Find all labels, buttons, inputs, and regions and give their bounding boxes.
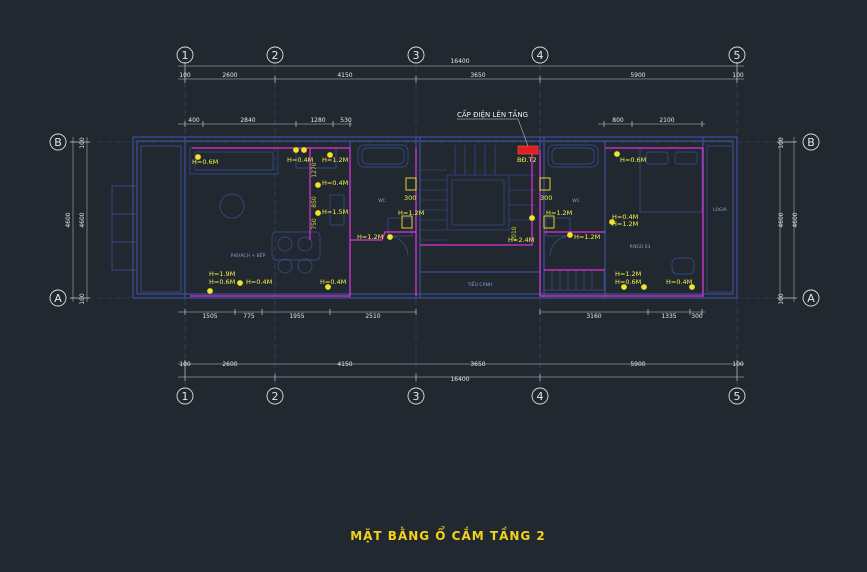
label-h06-bottom: H=0.6M (209, 278, 235, 286)
grid-col-1-bot: 1 (182, 390, 189, 403)
label-h12-wc-left-box: H=1.2M (398, 209, 424, 217)
end-mark-left-bot: 100 (179, 361, 191, 368)
dim-bot-top-1: 2600 (222, 361, 237, 368)
dim-bot-3: 1955 (289, 313, 304, 320)
dim-top-2: 4150 (337, 72, 352, 79)
room-bedroom: P.NGỦ 03 (630, 242, 651, 250)
label-h06-bed: H=0.6M (620, 156, 646, 164)
label-h15-wall: H=1.5M (322, 208, 348, 216)
vdim-1: 1270 (311, 162, 318, 177)
grid-lines (70, 65, 795, 385)
room-balcony: LOGIA (713, 207, 728, 213)
side-dim-right-inner: 4600 (778, 212, 785, 227)
dim-bot-5: 3160 (586, 313, 601, 320)
drawing-title: MẶT BẰNG Ổ CẮM TẦNG 2 (350, 526, 546, 543)
label-h04-bed-bottom: H=0.4M (666, 278, 692, 286)
cable-note: CẤP ĐIỆN LÊN TẦNG (457, 109, 528, 119)
label-h04-bottom2: H=0.4M (320, 278, 346, 286)
grid-col-4-bot: 4 (537, 390, 544, 403)
room-skylight: TIỂU CẢNH (467, 280, 493, 288)
grid-bubbles (49, 46, 820, 405)
dim-sub-3: 1280 (310, 117, 325, 124)
end-mark-left-top: 100 (179, 72, 191, 79)
balcony-left (111, 145, 182, 293)
side-dim-right-outer: 4600 (792, 212, 799, 227)
vdim-2: 850 (311, 196, 318, 208)
dim-bot-6: 1335 (661, 313, 676, 320)
grid-col-1-top: 1 (182, 49, 189, 62)
dim-bot-top-4: 5900 (630, 361, 645, 368)
label-h12-bed-bottom: H=1.2M (615, 270, 641, 278)
bedroom-furniture (639, 145, 734, 293)
socket-wiring (190, 147, 704, 297)
dim-sub-6: 2100 (659, 117, 674, 124)
label-h04-living: H=0.4M (287, 156, 313, 164)
label-h06-living: H=0.6M (192, 158, 218, 166)
dim-sub-5: 800 (612, 117, 624, 124)
living-furniture (189, 147, 345, 274)
dim-bot-2: 775 (243, 313, 255, 320)
vdim-3: 750 (311, 218, 318, 230)
label-h04-bottom: H=0.4M (246, 278, 272, 286)
label-300-wc-right: 300 (540, 194, 552, 202)
label-h12-wc-right-box: H=1.2M (546, 209, 572, 217)
side-mark-right-top: 100 (778, 137, 785, 149)
grid-col-4-top: 4 (537, 49, 544, 62)
label-h04-mid: H=0.4M (322, 179, 348, 187)
grid-col-2-bot: 2 (272, 390, 279, 403)
wc-right-fixtures (543, 144, 605, 291)
grid-col-5-top: 5 (734, 49, 741, 62)
side-mark-left-top: 100 (79, 137, 86, 149)
label-h04-bed-mid: H=0.4M (612, 213, 638, 221)
label-300-wc-left: 300 (404, 194, 416, 202)
dim-bot-4: 2510 (365, 313, 380, 320)
dimension-lines (72, 65, 795, 378)
label-h19-bottom: H=1.9M (209, 270, 235, 278)
outlet-symbols (195, 147, 695, 294)
side-mark-left-bot: 100 (79, 293, 86, 305)
grid-col-3-bot: 3 (413, 390, 420, 403)
room-wc-right: WC (572, 198, 580, 204)
grid-row-a-left: A (54, 292, 62, 305)
wc-outlet-boxes (401, 177, 555, 229)
grid-col-3-top: 3 (413, 49, 420, 62)
label-h06-bed-bottom: H=0.6M (615, 278, 641, 286)
dim-top-1: 2600 (222, 72, 237, 79)
dim-bot-top-3: 3650 (470, 361, 485, 368)
end-mark-right-top: 100 (732, 72, 744, 79)
side-dim-left-outer: 4600 (65, 212, 72, 227)
distribution-panel-icon (517, 145, 539, 155)
label-h24-stair: H=2.4M (508, 236, 534, 244)
overall-dim-bottom: 16400 (450, 376, 469, 383)
label-h12-wc-right: H=1.2M (574, 233, 600, 241)
dim-top-4: 5900 (630, 72, 645, 79)
grid-col-5-bot: 5 (734, 390, 741, 403)
grid-row-b-right: B (807, 136, 815, 149)
overall-dim-top: 16400 (450, 58, 469, 65)
dim-bot-top-2: 4150 (337, 361, 352, 368)
dim-sub-4: 530 (340, 117, 352, 124)
room-wc-left: WC (378, 198, 386, 204)
dim-top-3: 3650 (470, 72, 485, 79)
panel-label: BĐ.T2 (517, 156, 537, 164)
dim-sub-2: 2840 (240, 117, 255, 124)
label-h12-living: H=1.2M (322, 156, 348, 164)
cable-note-leader (517, 118, 529, 147)
grid-row-b-left: B (54, 136, 62, 149)
vdim-4: 2010 (511, 226, 518, 241)
side-mark-right-bot: 100 (778, 293, 785, 305)
dim-bot-1: 1505 (202, 313, 217, 320)
dim-bot-7: 300 (691, 313, 703, 320)
dimension-ticks (70, 62, 797, 381)
side-dim-left-inner: 4600 (79, 212, 86, 227)
label-h12-bed-mid: H=1.2M (612, 220, 638, 228)
label-h12-wc-left: H=1.2M (357, 233, 383, 241)
end-mark-right-bot: 100 (732, 361, 744, 368)
grid-col-2-top: 2 (272, 49, 279, 62)
grid-row-a-right: A (807, 292, 815, 305)
dim-sub-1: 400 (188, 117, 200, 124)
room-living-kitchen: P.KHÁCH + BẾP (231, 251, 266, 259)
